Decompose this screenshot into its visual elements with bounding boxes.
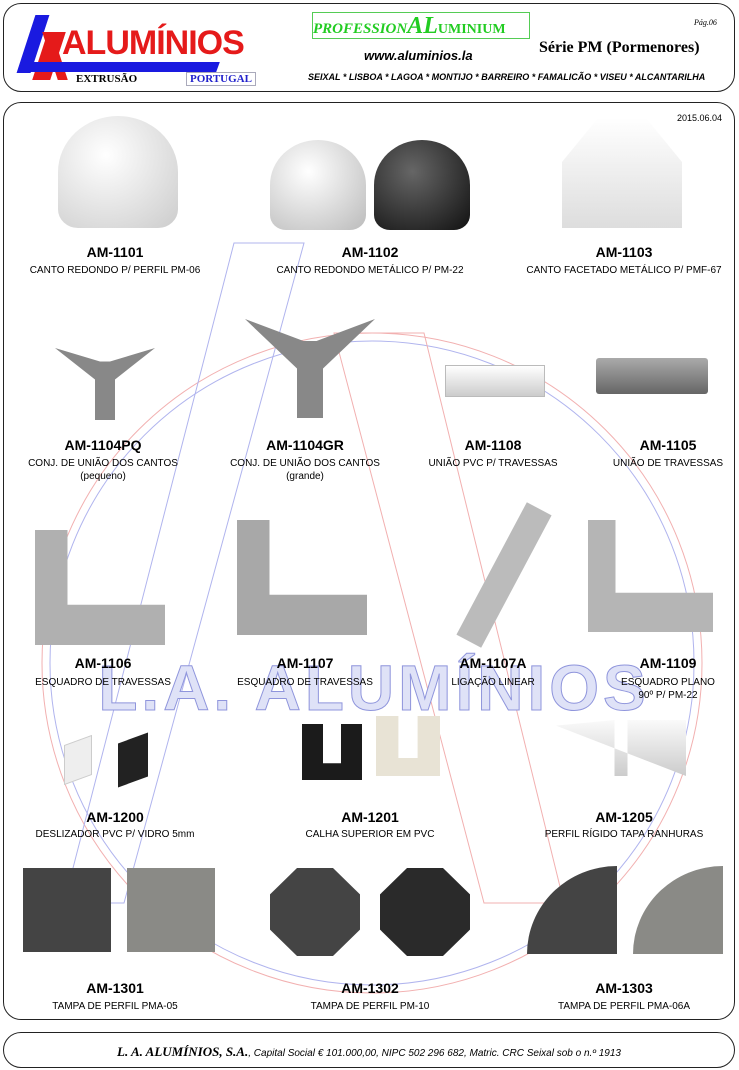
product-code: AM-1104PQ — [64, 437, 142, 453]
product-code: AM-1104GR — [266, 437, 344, 453]
catalog-panel: L.A. ALUMÍNIOS 2015.06.04 — [3, 102, 735, 1020]
product-desc-2: (pequeno) — [80, 471, 126, 482]
product-desc: CANTO REDONDO P/ PERFIL PM-06 — [29, 265, 201, 276]
product-desc: TAMPA DE PERFIL PM-10 — [310, 1001, 430, 1012]
product-code: AM-1205 — [595, 809, 653, 825]
logo-text: AL — [407, 13, 438, 39]
product-code: AM-1108 — [464, 437, 522, 453]
product-image-am-1301-front — [23, 868, 111, 952]
header: ALUMÍNIOS EXTRUSÃO PORTUGAL PROFESSIONAL… — [3, 3, 735, 92]
product-desc: CONJ. DE UNIÃO DOS CANTOS — [230, 458, 380, 469]
page-number: Pág.06 — [694, 18, 717, 27]
product-code: AM-1107 — [276, 655, 334, 671]
product-image-am-1302-front — [270, 868, 360, 956]
product-desc: UNIÃO DE TRAVESSAS — [612, 458, 724, 469]
company-details: , Capital Social € 101.000,00, NIPC 502 … — [248, 1048, 621, 1059]
extrusao-label: EXTRUSÃO — [76, 73, 138, 85]
product-image-am-1105 — [596, 358, 708, 394]
product-image-am-1302-back — [380, 868, 470, 956]
product-desc: TAMPA DE PERFIL PMA-06A — [557, 1001, 691, 1012]
watermark: L.A. ALUMÍNIOS — [98, 652, 650, 725]
product-code: AM-1106 — [74, 655, 132, 671]
product-desc: LIGAÇÃO LINEAR — [451, 677, 535, 688]
product-desc: CALHA SUPERIOR EM PVC — [305, 829, 435, 840]
product-code: AM-1109 — [639, 655, 697, 671]
product-code: AM-1105 — [639, 437, 697, 453]
professional-aluminium-logo: PROFESSIONALUMINIUM — [312, 12, 530, 39]
series-title: Série PM (Pormenores) — [539, 39, 700, 56]
product-image-am-1101 — [58, 116, 178, 228]
product-desc: CONJ. DE UNIÃO DOS CANTOS — [28, 458, 178, 469]
footer: L. A. ALUMÍNIOS, S.A., Capital Social € … — [3, 1032, 735, 1068]
logo-word: ALUMÍNIOS — [62, 24, 245, 62]
product-image-am-1102-white — [270, 140, 366, 230]
product-code: AM-1303 — [595, 980, 653, 996]
product-image-am-1102-black — [374, 140, 470, 230]
product-code: AM-1107A — [459, 655, 527, 671]
product-desc-2: 90º P/ PM-22 — [638, 690, 698, 701]
locations: SEIXAL * LISBOA * LAGOA * MONTIJO * BARR… — [308, 72, 706, 82]
product-code: AM-1102 — [341, 244, 399, 260]
product-desc: ESQUADRO DE TRAVESSAS — [237, 677, 373, 688]
logo-text: UMINIUM — [437, 22, 506, 37]
product-desc: ESQUADRO PLANO — [621, 677, 715, 688]
product-desc: CANTO FACETADO METÁLICO P/ PMF-67 — [526, 265, 722, 276]
date: 2015.06.04 — [676, 113, 722, 123]
product-code: AM-1101 — [86, 244, 144, 260]
product-desc: ESQUADRO DE TRAVESSAS — [35, 677, 171, 688]
product-code: AM-1103 — [595, 244, 653, 260]
product-desc: PERFIL RÍGIDO TAPA RANHURAS — [544, 829, 704, 840]
product-desc: CANTO REDONDO METÁLICO P/ PM-22 — [276, 265, 464, 276]
watermark-circle — [41, 242, 703, 994]
product-code: AM-1200 — [86, 809, 144, 825]
product-code: AM-1302 — [341, 980, 399, 996]
product-code: AM-1301 — [86, 980, 144, 996]
website-link[interactable]: www.aluminios.la — [364, 48, 473, 63]
logo: ALUMÍNIOS EXTRUSÃO PORTUGAL — [14, 12, 294, 86]
product-desc-2: (grande) — [286, 471, 324, 482]
company-name: L. A. ALUMÍNIOS, S.A. — [117, 1044, 249, 1059]
product-desc: TAMPA DE PERFIL PMA-05 — [52, 1001, 178, 1012]
product-image-am-1108 — [445, 365, 545, 397]
portugal-label: PORTUGAL — [186, 72, 256, 86]
product-image-am-1301-back — [127, 868, 215, 952]
product-desc: DESLIZADOR PVC P/ VIDRO 5mm — [35, 829, 195, 840]
logo-text: PROFESSION — [313, 21, 408, 37]
product-code: AM-1201 — [341, 809, 399, 825]
product-desc: UNIÃO PVC P/ TRAVESSAS — [428, 458, 558, 469]
